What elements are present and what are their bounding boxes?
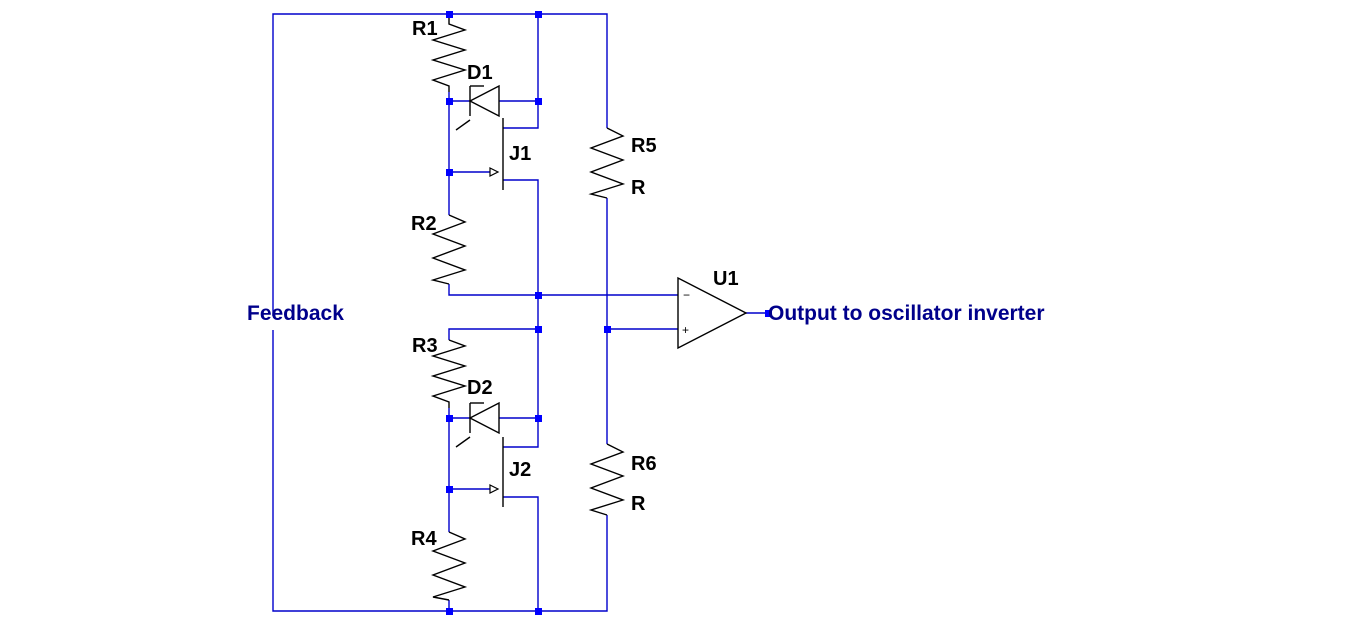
node bbox=[535, 608, 542, 615]
net-label-feedback: Feedback bbox=[247, 302, 344, 325]
r1-ref-label: R1 bbox=[412, 18, 438, 40]
wire-j1-source bbox=[503, 179, 539, 329]
resistor-r5 bbox=[588, 127, 626, 199]
opamp-u1: − + bbox=[677, 276, 748, 350]
node bbox=[535, 415, 542, 422]
wire-lower-right-column bbox=[499, 329, 539, 419]
resistor-r3 bbox=[430, 339, 468, 408]
node bbox=[535, 292, 542, 299]
r6-value-label: R bbox=[631, 493, 646, 515]
r4-ref-label: R4 bbox=[411, 528, 437, 550]
node bbox=[765, 310, 772, 317]
u1-inverting-pin-label: − bbox=[683, 288, 690, 302]
resistor-r1 bbox=[430, 14, 468, 92]
jfet-j1 bbox=[489, 118, 504, 190]
diode-d1 bbox=[455, 84, 500, 131]
junction-nodes bbox=[446, 11, 772, 615]
node bbox=[446, 415, 453, 422]
node bbox=[446, 11, 453, 18]
node bbox=[446, 486, 453, 493]
wire-top-rail bbox=[272, 13, 608, 316]
wires bbox=[272, 13, 768, 612]
node bbox=[535, 326, 542, 333]
wire-bottom-rail bbox=[272, 330, 608, 612]
wire-r2-to-midnode bbox=[448, 284, 538, 296]
wire-r3-top bbox=[448, 328, 538, 340]
wire-d1-cathode bbox=[499, 100, 539, 129]
r2-ref-label: R2 bbox=[411, 213, 437, 235]
resistor-r6 bbox=[588, 443, 626, 516]
u1-ref-label: U1 bbox=[713, 268, 739, 290]
node bbox=[446, 608, 453, 615]
wire-j2-source bbox=[503, 496, 539, 611]
u1-noninverting-pin-label: + bbox=[682, 323, 689, 337]
resistor-r4 bbox=[431, 531, 468, 601]
node bbox=[446, 169, 453, 176]
d2-ref-label: D2 bbox=[467, 377, 493, 399]
resistor-r2 bbox=[430, 214, 468, 285]
node bbox=[535, 98, 542, 105]
node bbox=[604, 326, 611, 333]
j2-ref-label: J2 bbox=[509, 459, 531, 481]
wire-d2-cathode bbox=[503, 418, 539, 448]
diode-d2 bbox=[455, 401, 500, 448]
node bbox=[446, 98, 453, 105]
r5-value-label: R bbox=[631, 177, 646, 199]
jfet-j2 bbox=[489, 437, 504, 507]
j1-ref-label: J1 bbox=[509, 143, 531, 165]
r6-ref-label: R6 bbox=[631, 453, 657, 475]
r3-ref-label: R3 bbox=[412, 335, 438, 357]
r5-ref-label: R5 bbox=[631, 135, 657, 157]
node bbox=[535, 11, 542, 18]
d1-ref-label: D1 bbox=[467, 62, 493, 84]
net-label-output: Output to oscillator inverter bbox=[768, 302, 1045, 325]
